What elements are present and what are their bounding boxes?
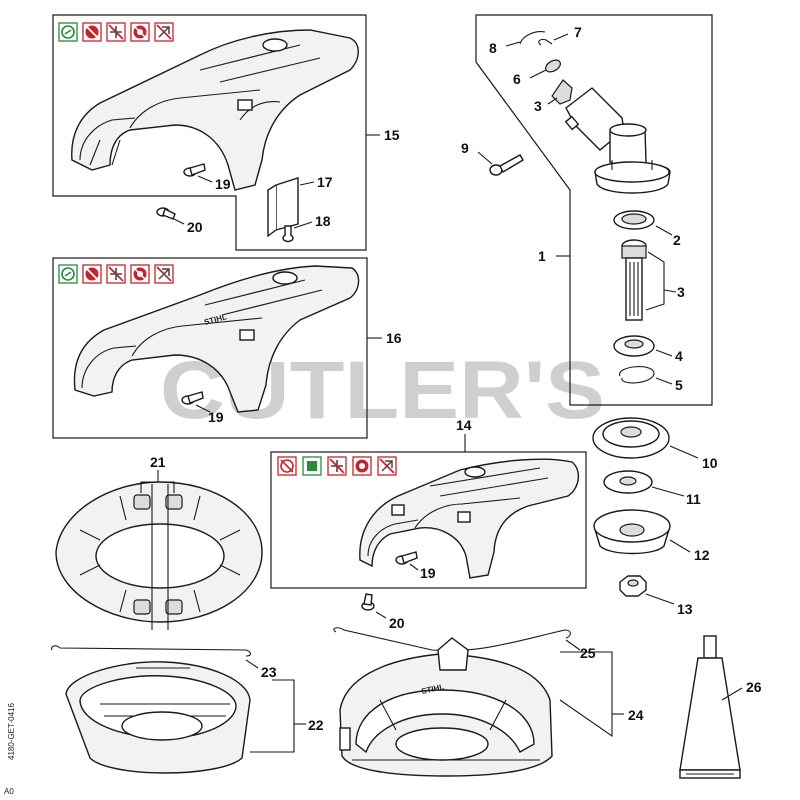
callout-20-a: 20 <box>187 219 203 235</box>
screw-18 <box>282 225 294 243</box>
rotating-cup-12 <box>593 509 671 555</box>
frame-14 <box>270 451 587 589</box>
gear-housing <box>564 87 671 194</box>
callout-14: 14 <box>456 417 472 433</box>
frame-1 <box>475 14 713 406</box>
red-prohibited-icon <box>82 264 102 284</box>
red-prohibited-icon <box>377 456 397 476</box>
red-prohibited-icon <box>154 22 174 42</box>
circlip-7 <box>538 38 553 46</box>
callout-6: 6 <box>513 71 521 87</box>
red-prohibited-icon <box>82 22 102 42</box>
callout-22: 22 <box>308 717 324 733</box>
pinion-3a <box>551 79 573 105</box>
green-circle-icon <box>58 264 78 284</box>
red-prohibited-icon <box>130 22 150 42</box>
warning-icons-15 <box>58 22 174 42</box>
red-prohibited-icon <box>130 264 150 284</box>
shaft-3b <box>621 239 647 321</box>
screw-20-a <box>156 207 176 220</box>
callout-19-b: 19 <box>208 409 224 425</box>
callout-20-b: 20 <box>389 615 405 631</box>
screw-19-b <box>181 391 204 405</box>
side-code-2: A0 <box>4 787 14 796</box>
callout-9: 9 <box>461 140 469 156</box>
callout-11: 11 <box>686 491 701 507</box>
deflector-15 <box>71 29 359 191</box>
cover-22 <box>65 661 251 774</box>
wire-23 <box>51 645 252 657</box>
grease-tube-26 <box>679 635 741 779</box>
guard-plate-21 <box>55 481 263 630</box>
screw-19-c <box>395 551 418 565</box>
bracket-17 <box>267 177 299 238</box>
callout-19-a: 19 <box>215 176 231 192</box>
callout-3-a: 3 <box>534 98 542 114</box>
callout-24: 24 <box>628 707 644 723</box>
red-prohibited-icon <box>352 456 372 476</box>
red-prohibited-icon <box>154 264 174 284</box>
screw-19-a <box>183 163 206 177</box>
bushing-6 <box>545 59 561 73</box>
red-prohibited-icon <box>277 456 297 476</box>
callout-2: 2 <box>673 232 681 248</box>
deflector-14 <box>359 458 579 579</box>
bearing-4 <box>613 335 655 357</box>
callout-13: 13 <box>677 601 693 617</box>
callout-25: 25 <box>580 645 596 661</box>
callout-17: 17 <box>317 174 333 190</box>
red-prohibited-icon <box>106 264 126 284</box>
callout-12: 12 <box>694 547 710 563</box>
washer-11 <box>603 470 653 494</box>
nut-13 <box>619 575 647 597</box>
wire-25 <box>333 627 571 652</box>
callout-23: 23 <box>261 664 277 680</box>
callout-7: 7 <box>574 24 582 40</box>
warning-icons-16 <box>58 264 174 284</box>
red-prohibited-icon <box>327 456 347 476</box>
callout-10: 10 <box>702 455 718 471</box>
screw-9 <box>489 154 524 176</box>
bearing-2 <box>613 210 655 230</box>
callout-18: 18 <box>315 213 331 229</box>
green-circle-icon <box>58 22 78 42</box>
callout-21: 21 <box>150 454 166 470</box>
callout-5: 5 <box>675 377 683 393</box>
callout-19-c: 19 <box>420 565 436 581</box>
frame-16 <box>52 257 368 439</box>
callout-16: 16 <box>386 330 402 346</box>
red-prohibited-icon <box>106 22 126 42</box>
ring-8 <box>519 31 546 45</box>
thrust-plate-10 <box>592 417 670 459</box>
frame-15 <box>52 14 367 251</box>
circlip-5 <box>619 366 655 384</box>
callout-3-b: 3 <box>677 284 685 300</box>
callout-8: 8 <box>489 40 497 56</box>
callout-15: 15 <box>384 127 400 143</box>
screw-20-b <box>361 593 375 611</box>
deflector-16: STIHL <box>73 265 360 413</box>
warning-icons-14 <box>277 456 397 476</box>
callout-26: 26 <box>746 679 762 695</box>
guard-24: STIHL <box>339 637 553 777</box>
green-square-icon <box>302 456 322 476</box>
callout-4: 4 <box>675 348 683 364</box>
callout-1: 1 <box>538 248 546 264</box>
side-code: 4180-GET-0416 <box>7 703 16 760</box>
